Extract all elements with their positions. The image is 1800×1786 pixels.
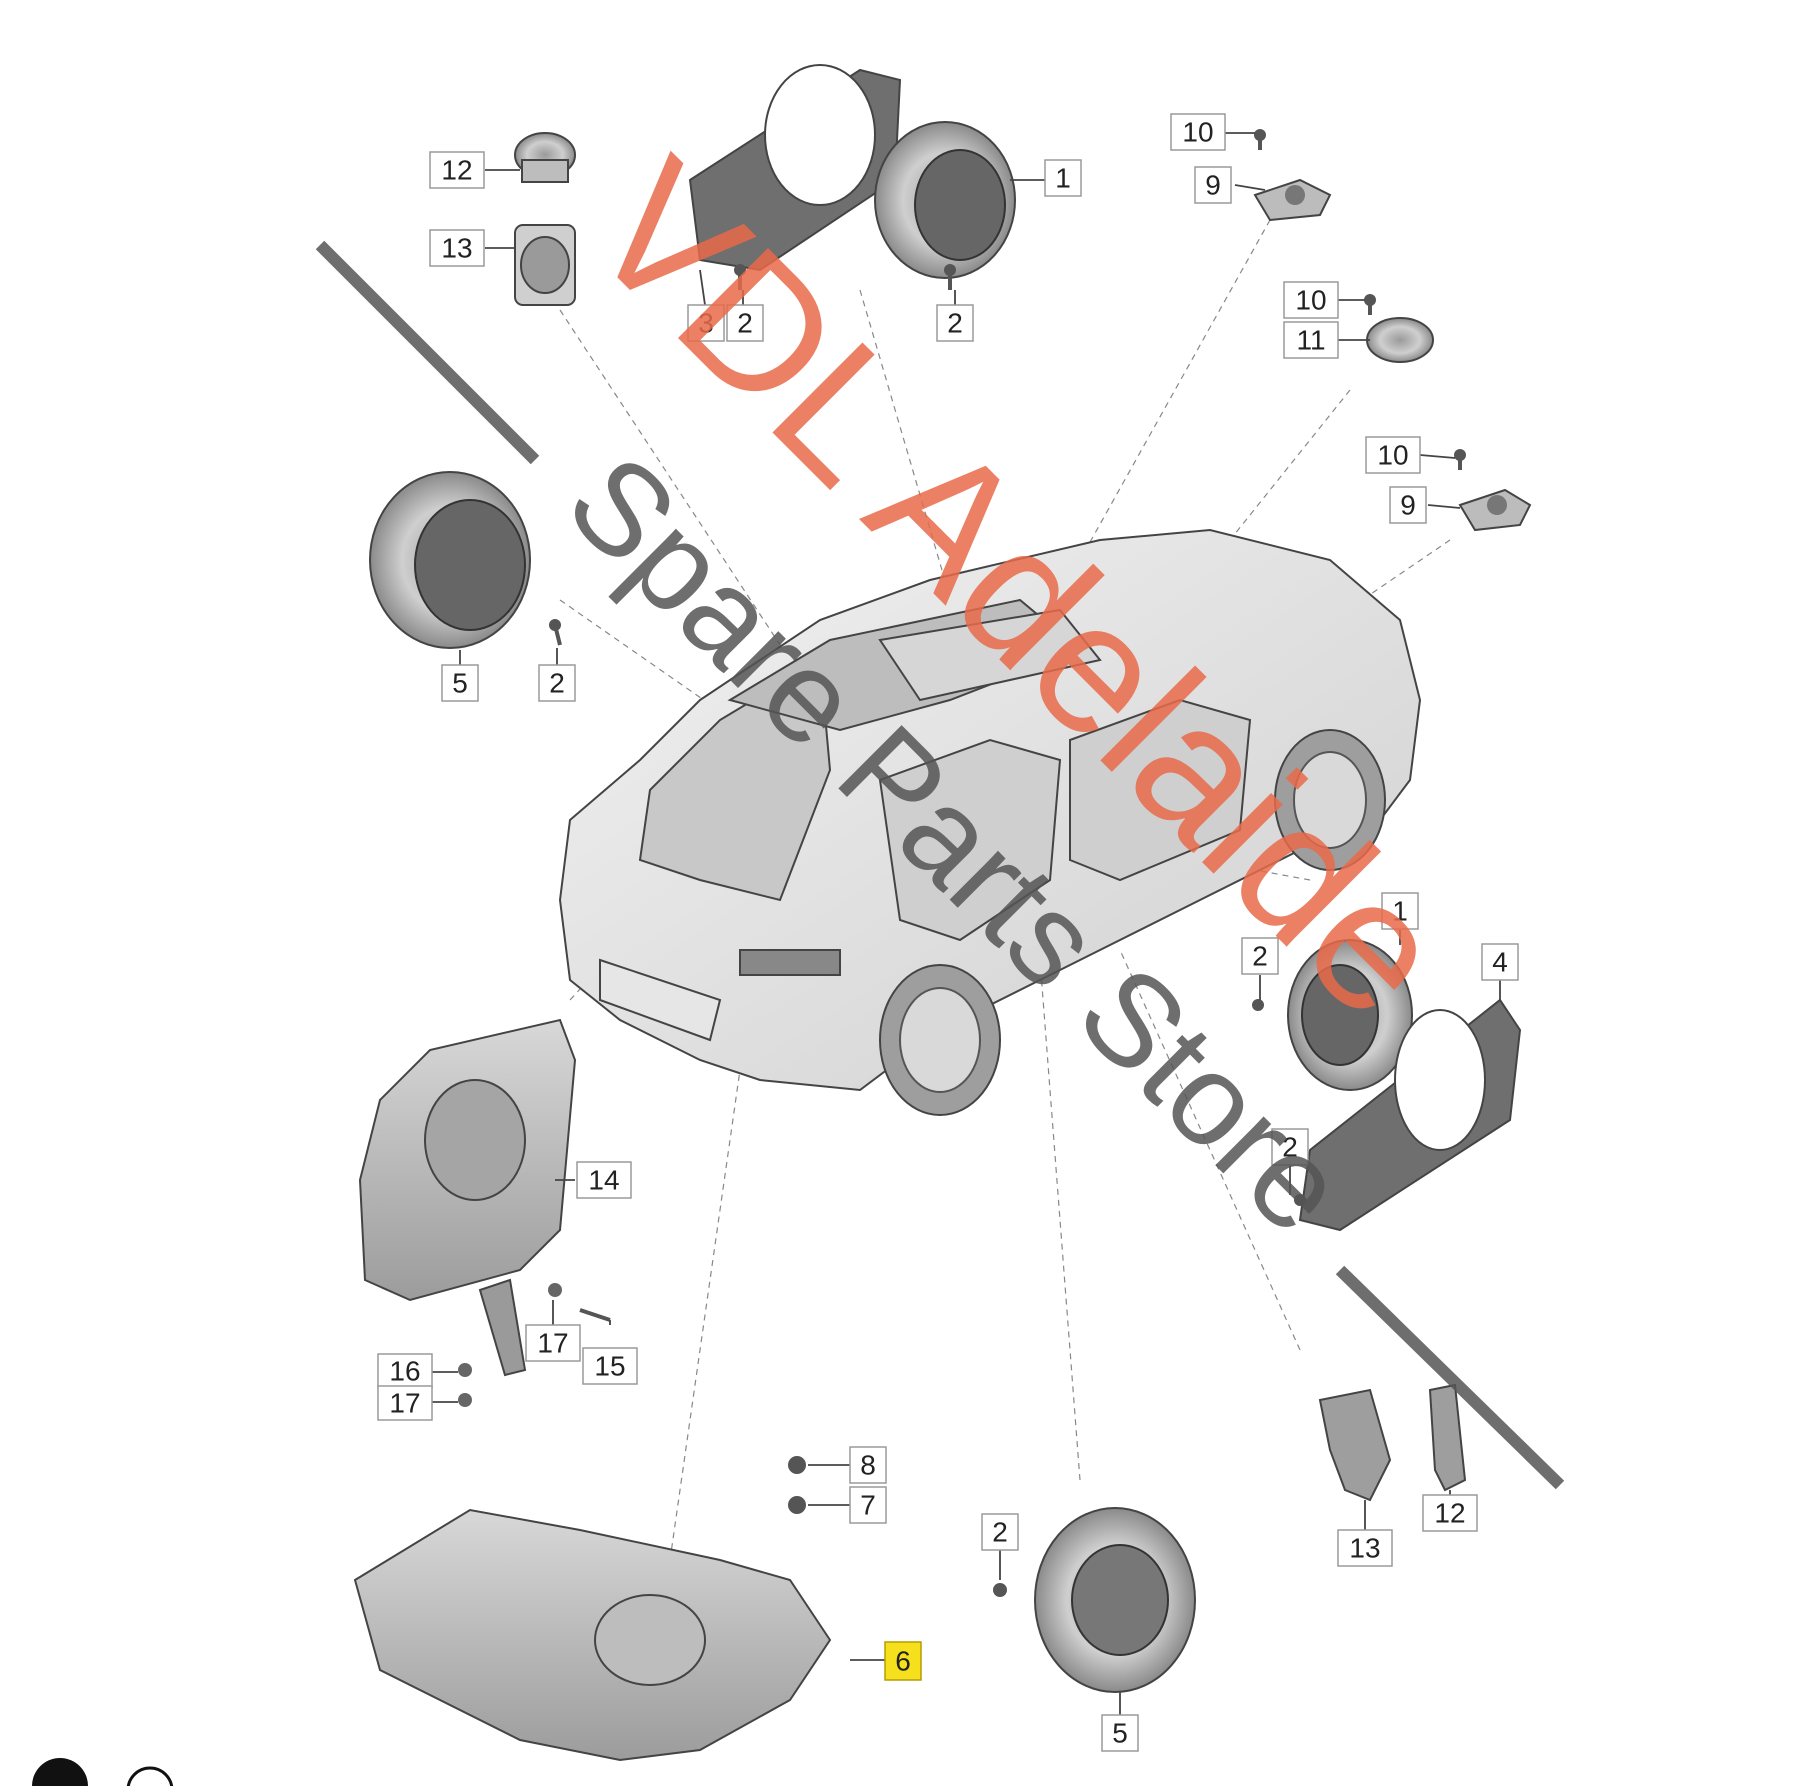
speaker-frame-part-right xyxy=(1294,998,1522,1232)
door-speaker-part xyxy=(874,121,1016,279)
vehicle-illustration xyxy=(558,528,1422,1116)
callout-12: 12 xyxy=(429,151,485,189)
callout-10: 10 xyxy=(1170,113,1226,151)
callout-10: 10 xyxy=(1283,281,1339,319)
callout-label: 5 xyxy=(452,668,468,699)
callout-label: 4 xyxy=(1492,947,1508,978)
callout-13: 13 xyxy=(429,229,485,267)
callout-label: 1 xyxy=(1055,163,1071,194)
rear-speaker-part-left xyxy=(369,471,562,649)
callout-label: 6 xyxy=(895,1646,911,1677)
callout-5: 5 xyxy=(441,664,479,702)
callout-label: 5 xyxy=(1112,1718,1128,1749)
callout-6-highlighted: 6 xyxy=(884,1641,922,1681)
callout-9: 9 xyxy=(1194,166,1232,204)
callout-17: 17 xyxy=(525,1324,581,1362)
callout-label: 2 xyxy=(1252,941,1268,972)
callout-label: 13 xyxy=(1349,1533,1380,1564)
callout-11: 11 xyxy=(1283,321,1339,359)
callout-17: 17 xyxy=(377,1385,433,1421)
callout-label: 13 xyxy=(441,233,472,264)
callout-7: 7 xyxy=(849,1486,887,1524)
callout-2: 2 xyxy=(538,664,576,702)
callout-15: 15 xyxy=(582,1347,638,1385)
callout-label: 17 xyxy=(389,1388,420,1419)
leader-lines xyxy=(432,132,1501,1715)
callout-label: 15 xyxy=(594,1351,625,1382)
callout-label: 16 xyxy=(389,1356,420,1387)
corner-marks xyxy=(32,1758,174,1786)
door-speaker-part-right xyxy=(1252,939,1413,1091)
tweeter-bracket-part-lower xyxy=(1458,488,1532,532)
callout-label: 2 xyxy=(992,1517,1008,1548)
callout-label: 7 xyxy=(860,1490,876,1521)
tweeter-housing-part-right xyxy=(1318,1388,1392,1502)
callout-16: 16 xyxy=(377,1353,433,1389)
callout-label: 11 xyxy=(1296,325,1325,356)
callout-label: 1 xyxy=(1392,896,1408,927)
tweeter-part xyxy=(514,132,576,183)
callout-2: 2 xyxy=(1271,1128,1309,1166)
callout-label: 9 xyxy=(1400,490,1416,521)
callout-label: 17 xyxy=(537,1328,568,1359)
callout-5: 5 xyxy=(1101,1714,1139,1752)
callout-label: 8 xyxy=(860,1450,876,1481)
callout-label: 9 xyxy=(1205,170,1221,201)
callout-3: 3 xyxy=(687,304,725,342)
callout-1: 1 xyxy=(1044,159,1082,197)
callout-label: 10 xyxy=(1377,440,1408,471)
subwoofer-enclosure-part xyxy=(358,1018,611,1407)
rear-speaker-part-bottom xyxy=(993,1507,1196,1693)
callout-10: 10 xyxy=(1365,436,1421,474)
callout-2: 2 xyxy=(936,304,974,342)
callout-2: 2 xyxy=(1241,937,1279,975)
callout-label: 2 xyxy=(737,308,753,339)
callout-2: 2 xyxy=(726,304,764,342)
callout-13: 13 xyxy=(1337,1529,1393,1567)
tweeter-housing-part xyxy=(514,224,576,306)
callout-label: 2 xyxy=(947,308,963,339)
screw-parts-top xyxy=(734,264,956,290)
tweeter-bracket-part-upper xyxy=(1253,178,1332,222)
callout-1: 1 xyxy=(1381,892,1419,930)
callout-8: 8 xyxy=(849,1446,887,1484)
callout-label: 10 xyxy=(1182,117,1213,148)
callout-label: 2 xyxy=(1282,1132,1298,1163)
callout-label: 14 xyxy=(588,1165,619,1196)
callout-4: 4 xyxy=(1481,943,1519,981)
screw-parts-right xyxy=(1254,129,1466,470)
callout-9: 9 xyxy=(1389,486,1427,524)
callout-label: 12 xyxy=(1434,1498,1465,1529)
callout-label: 2 xyxy=(549,668,565,699)
callout-12: 12 xyxy=(1422,1494,1478,1532)
tweeter-part-bottom-right xyxy=(1428,1383,1467,1492)
callout-label: 12 xyxy=(441,155,472,186)
tweeter-part-right xyxy=(1366,317,1434,363)
subwoofer-box-part xyxy=(353,1456,832,1762)
callout-labels: 1 2 2 3 12 13 10 9 10 11 10 9 5 2 1 2 4 … xyxy=(377,113,1519,1752)
callout-label: 10 xyxy=(1295,285,1326,316)
callout-label: 3 xyxy=(698,308,714,339)
callout-2: 2 xyxy=(981,1513,1019,1551)
callout-14: 14 xyxy=(576,1161,632,1199)
